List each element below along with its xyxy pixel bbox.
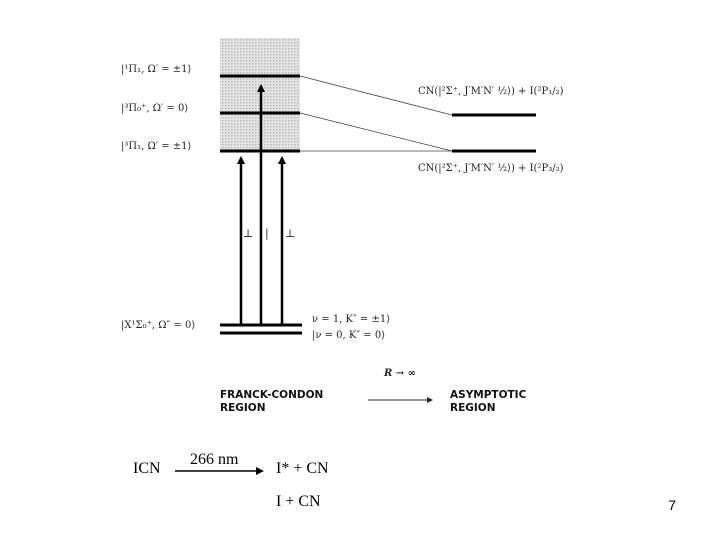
state-label-ground: |X¹Σ₀⁺, Ω″ = 0⟩ [121, 320, 196, 331]
fc-label-line1: FRANCK-CONDON [220, 389, 324, 401]
product-label-lower: CN(|²Σ⁺, J′M′N′ ½⟩) + I(²P₃/₂) [418, 163, 564, 174]
state-label-upper-2: |³Π₀⁺, Ω′ = 0⟩ [121, 103, 189, 114]
franck-condon-region-label: FRANCK-CONDON REGION [220, 389, 323, 415]
product-excited: I* + CN [276, 460, 329, 477]
correlation-line-middle [299, 112, 453, 152]
page-number: 7 [668, 497, 676, 513]
polarization-right: ⊥ [285, 227, 296, 240]
wavelength-label: 266 nm [190, 451, 239, 468]
state-label-upper-3: |³Π₁, Ω′ = ±1⟩ [121, 141, 192, 152]
state-label-ground-v1: ν = 1, K″ = ±1⟩ [312, 314, 391, 325]
product-label-upper: CN(|²Σ⁺, J′M′N′ ½⟩) + I(²P₁/₂) [418, 86, 564, 97]
correlation-line-upper [299, 75, 453, 116]
product-ground: I + CN [276, 493, 321, 510]
asym-label-line1: ASYMPTOTIC [450, 389, 527, 401]
fc-label-line2: REGION [220, 402, 266, 414]
state-label-ground-v0: |ν = 0, K″ = 0⟩ [312, 330, 386, 341]
reactant-icn: ICN [133, 460, 161, 477]
polarization-middle: | [265, 227, 269, 240]
asymptotic-region-label: ASYMPTOTIC REGION [450, 389, 526, 415]
asym-label-line2: REGION [450, 402, 496, 414]
r-infinity-label: R → ∞ [384, 368, 416, 379]
polarization-left: ⊥ [243, 227, 254, 240]
state-label-upper-1: |¹Π₁, Ω′ = ±1⟩ [121, 64, 192, 75]
